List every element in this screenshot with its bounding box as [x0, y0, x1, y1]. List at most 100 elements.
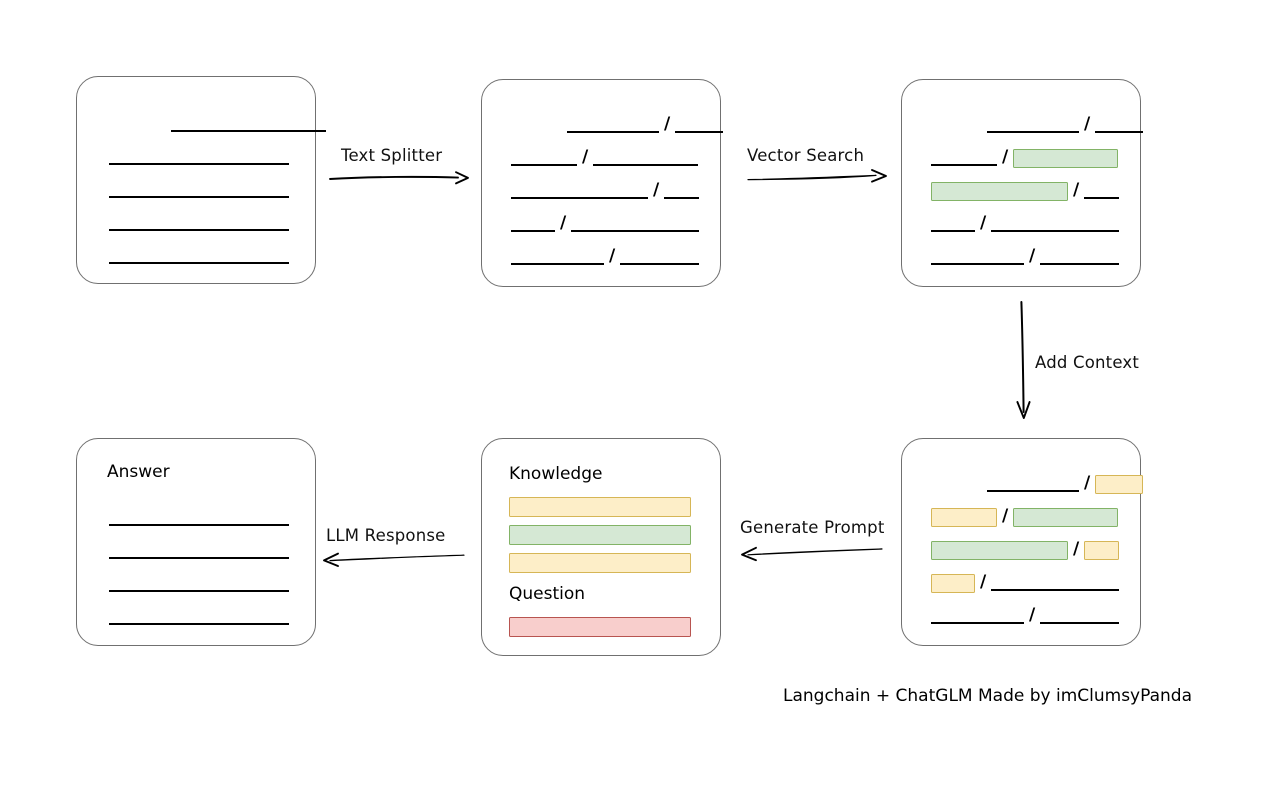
highlight-chunk-yellow	[931, 507, 997, 527]
split-document-rows: / / / / /	[482, 80, 724, 286]
text-rule	[931, 149, 997, 167]
text-line: /	[567, 113, 724, 134]
arrow-vector-search	[747, 169, 887, 183]
card-split-document[interactable]: / / / / /	[481, 79, 724, 287]
text-rule	[571, 215, 700, 233]
highlight-chunk-yellow	[1095, 474, 1144, 494]
knowledge-label: Knowledge	[509, 464, 603, 484]
text-rule	[511, 149, 577, 167]
prompt-bar-yellow	[509, 497, 691, 517]
slash-separator: /	[1002, 505, 1009, 526]
arrow-label-vector-search: Vector Search	[747, 146, 865, 165]
text-line: /	[931, 606, 1120, 625]
text-rule	[109, 148, 289, 166]
text-line	[171, 115, 326, 133]
text-line: /	[931, 212, 1120, 233]
text-rule	[991, 574, 1120, 592]
text-line: /	[987, 113, 1144, 134]
text-rule	[1084, 182, 1120, 200]
text-line	[109, 181, 289, 199]
slash-separator: /	[664, 113, 671, 134]
highlight-chunk-yellow	[931, 573, 975, 593]
arrow-text-splitter	[329, 171, 469, 185]
text-line	[109, 509, 289, 527]
arrow-add-context	[1016, 301, 1031, 419]
text-line: /	[931, 538, 1120, 560]
slash-separator: /	[1084, 472, 1091, 493]
arrow-label-text-splitter: Text Splitter	[341, 146, 443, 165]
text-rule	[109, 542, 289, 560]
card-prompt[interactable]: Knowledge Question	[481, 438, 721, 656]
answer-label: Answer	[107, 462, 170, 482]
text-line: /	[511, 212, 700, 233]
source-document-rows	[77, 77, 326, 283]
highlight-chunk-green	[931, 181, 1068, 201]
text-rule	[931, 607, 1024, 625]
card-context-document[interactable]: / / / / /	[901, 438, 1144, 646]
credit-text: Langchain + ChatGLM Made by imClumsyPand…	[783, 686, 1192, 706]
slash-separator: /	[1002, 146, 1009, 167]
text-rule	[109, 214, 289, 232]
text-line: /	[511, 146, 699, 167]
text-rule	[987, 475, 1079, 493]
text-line: /	[511, 245, 700, 266]
prompt-bar-green	[509, 525, 691, 545]
highlight-chunk-green	[1013, 507, 1119, 527]
text-rule	[987, 116, 1079, 134]
text-rule	[991, 215, 1120, 233]
arrow-label-llm-response: LLM Response	[326, 526, 446, 545]
slash-separator: /	[609, 245, 616, 266]
text-line: /	[931, 247, 1120, 266]
text-line: /	[987, 472, 1144, 494]
text-rule	[171, 115, 326, 133]
highlight-chunk-green	[931, 540, 1068, 560]
arrow-generate-prompt	[741, 546, 883, 562]
text-line	[109, 247, 289, 265]
text-rule	[511, 248, 604, 266]
text-line: /	[931, 505, 1119, 527]
text-line	[109, 575, 289, 593]
slash-separator: /	[560, 212, 567, 233]
arrow-label-generate-prompt: Generate Prompt	[740, 518, 885, 537]
text-line	[109, 214, 289, 232]
text-line	[109, 148, 289, 166]
text-rule	[511, 215, 555, 233]
slash-separator: /	[1073, 179, 1080, 200]
text-rule	[675, 116, 724, 134]
slash-separator: /	[653, 179, 660, 200]
slash-separator: /	[980, 571, 987, 592]
text-line: /	[931, 179, 1120, 201]
slash-separator: /	[1073, 538, 1080, 559]
question-label: Question	[509, 584, 586, 604]
arrow-label-add-context: Add Context	[1035, 353, 1140, 372]
text-rule	[593, 149, 699, 167]
card-source-document[interactable]	[76, 76, 326, 284]
text-rule	[109, 181, 289, 199]
highlight-chunk-yellow	[1084, 540, 1120, 560]
answer-rows	[77, 439, 315, 645]
text-rule	[620, 248, 700, 266]
text-rule	[1040, 248, 1120, 266]
highlight-chunk-green	[1013, 148, 1119, 168]
slash-separator: /	[980, 212, 987, 233]
text-rule	[1040, 607, 1120, 625]
context-document-rows: / / / / /	[902, 439, 1144, 645]
text-line: /	[511, 179, 700, 200]
text-rule	[109, 608, 289, 626]
text-line	[109, 542, 289, 560]
text-rule	[567, 116, 659, 134]
text-rule	[1095, 116, 1144, 134]
arrow-llm-response	[323, 552, 465, 567]
text-rule	[511, 182, 648, 200]
text-rule	[931, 215, 975, 233]
card-matched-document[interactable]: / / / / /	[901, 79, 1144, 287]
slash-separator: /	[582, 146, 589, 167]
text-rule	[664, 182, 700, 200]
card-answer[interactable]: Answer	[76, 438, 316, 646]
prompt-bar-yellow	[509, 553, 691, 573]
slash-separator: /	[1084, 113, 1091, 134]
text-line: /	[931, 146, 1119, 168]
text-line: /	[931, 571, 1120, 593]
text-rule	[109, 247, 289, 265]
